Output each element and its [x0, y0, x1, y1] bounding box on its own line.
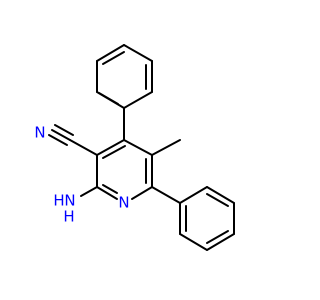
phenyl-ring-right — [151, 186, 235, 251]
phenyl-right-bond-6 — [179, 186, 208, 204]
bond-cn-triple-a — [51, 129, 71, 141]
bond-n1-c2-inner — [102, 184, 118, 194]
molecule-diagram: N N H N H — [34, 44, 235, 251]
bond-n1-c2 — [96, 186, 118, 200]
ring-nitrogen-label: N — [118, 194, 129, 212]
amine-nitrogen-label: N — [64, 192, 75, 210]
pyridine-ring — [96, 139, 153, 200]
bond-c3-c4 — [96, 139, 125, 156]
bond-c4-c5 — [123, 139, 153, 156]
phenyl-ring-top — [96, 44, 153, 141]
phenyl-right-bond-5 — [206, 186, 235, 204]
amine-hydrogen-label-2: H — [63, 208, 74, 226]
phenyl-right-bond-3-inner — [206, 230, 229, 244]
bond-c6-n1 — [131, 186, 153, 200]
methyl-bond — [151, 139, 181, 156]
bond-c3-cn — [69, 139, 98, 156]
phenyl-top-bond-1-inner — [98, 92, 119, 105]
amine-hydrogen-label: H — [53, 192, 64, 210]
bond-cn-triple-b — [54, 124, 74, 136]
phenyl-top-bond-3 — [96, 44, 125, 62]
phenyl-right-bond-5-inner — [206, 193, 229, 207]
cyano-nitrogen-label: N — [34, 124, 45, 142]
bond-c3-c4-inner — [102, 145, 126, 159]
phenyl-right-bond-3 — [206, 233, 235, 251]
phenyl-right-bond-2 — [179, 233, 208, 251]
phenyl-top-bond-6 — [123, 91, 153, 109]
bond-cn-triple-c — [48, 134, 68, 146]
amine-bond — [80, 186, 98, 197]
phenyl-top-bond-3-inner — [102, 51, 125, 65]
phenyl-right-attach — [151, 186, 181, 204]
phenyl-top-bond-4 — [123, 44, 153, 62]
nitrile-group — [48, 124, 98, 156]
